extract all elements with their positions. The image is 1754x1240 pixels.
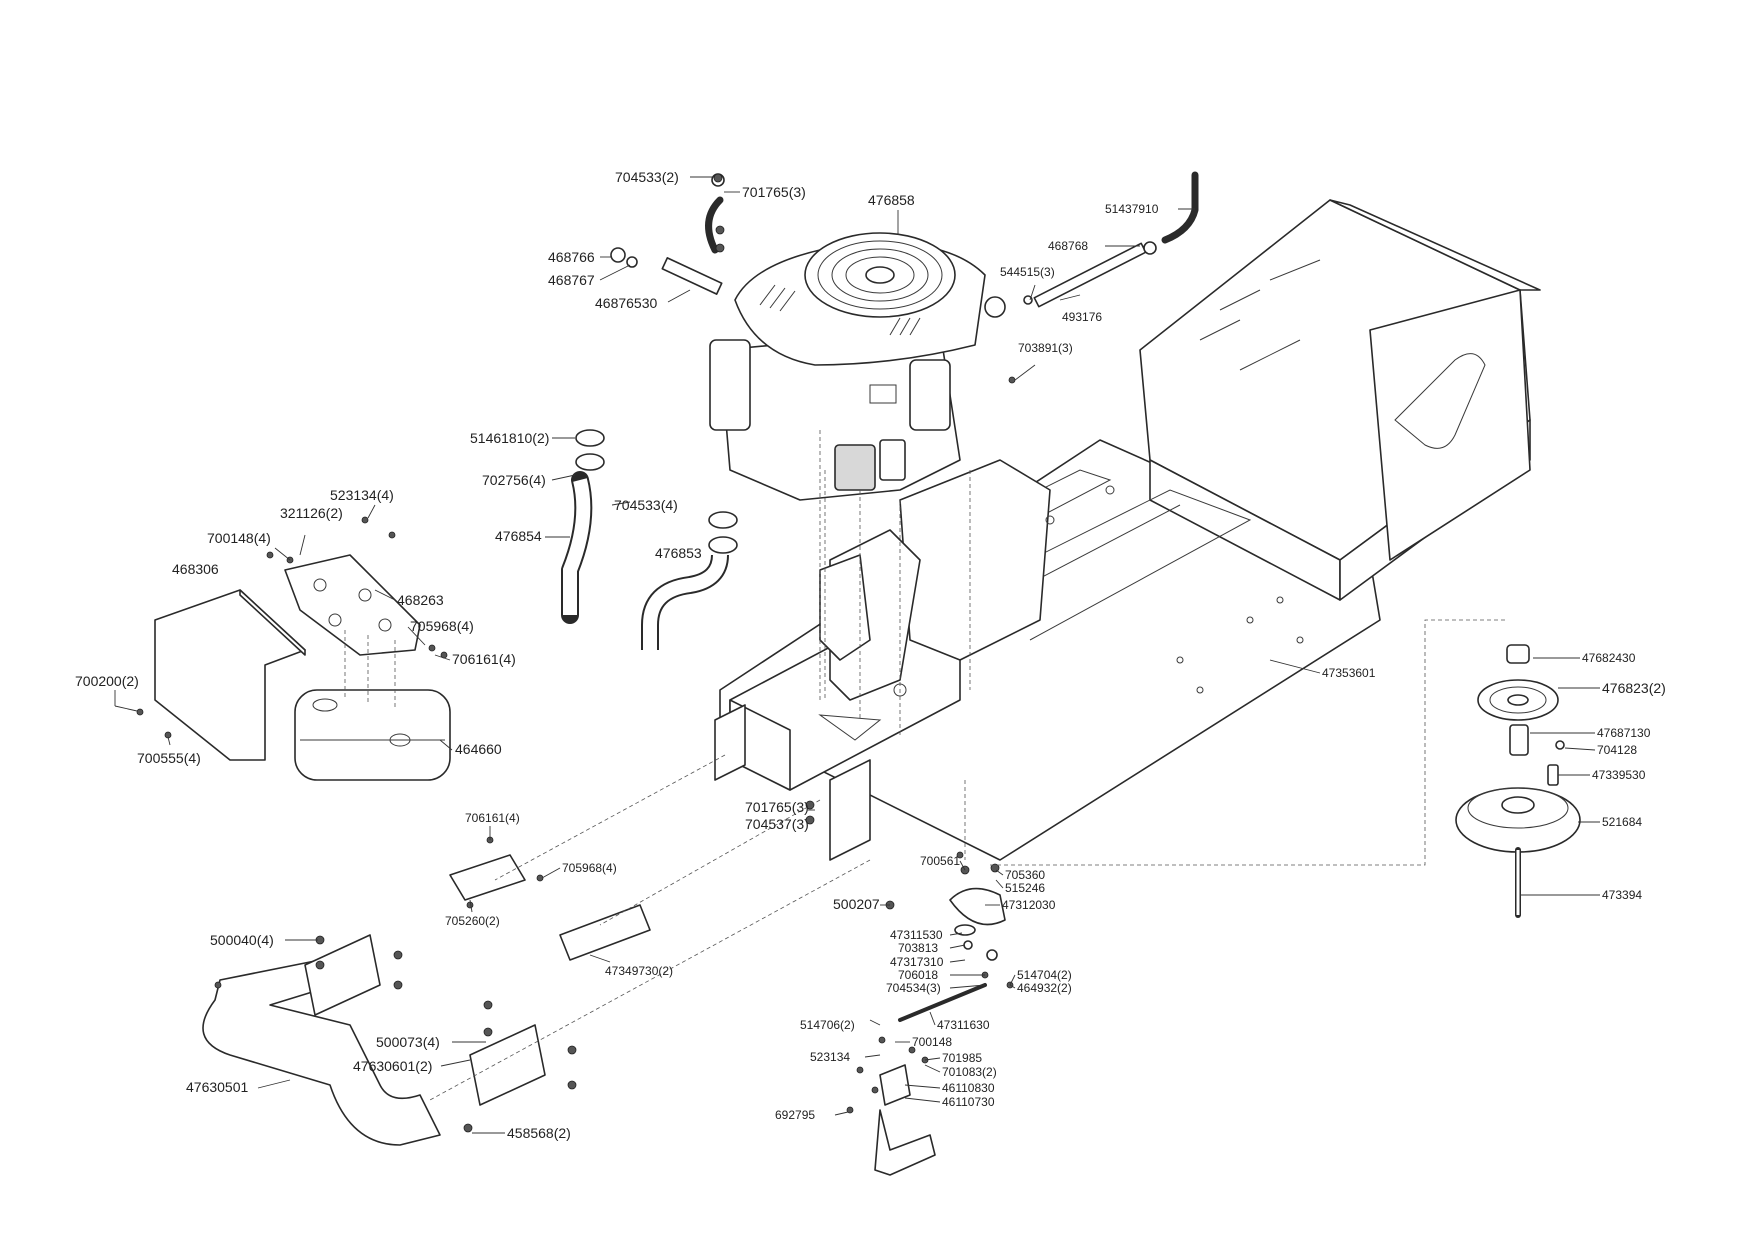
label-47311630: 47311630	[937, 1018, 990, 1032]
label-47312030: 47312030	[1002, 898, 1056, 912]
label-321126-2: 321126(2)	[280, 505, 343, 521]
front-bumper-group	[202, 854, 651, 1146]
alignment-lines	[344, 430, 1505, 1101]
label-692795: 692795	[775, 1108, 815, 1122]
label-701985: 701985	[942, 1051, 982, 1065]
label-468766: 468766	[548, 249, 595, 265]
label-700148-4: 700148(4)	[207, 530, 271, 546]
label-700561: 700561	[920, 854, 960, 868]
label-704533-2: 704533(2)	[615, 169, 679, 185]
label-704128: 704128	[1597, 743, 1637, 757]
label-701765-3-lower: 701765(3)	[745, 799, 809, 815]
label-47687130: 47687130	[1597, 726, 1651, 740]
steering-linkage	[874, 887, 1006, 1176]
fuel-lines	[610, 171, 1199, 308]
label-47311530: 47311530	[890, 928, 943, 942]
label-47682430: 47682430	[1582, 651, 1636, 665]
label-703813: 703813	[898, 941, 938, 955]
engine-assembly	[709, 232, 1006, 501]
label-544515-3: 544515(3)	[1000, 265, 1055, 279]
label-523134-4: 523134(4)	[330, 487, 394, 503]
label-476823-2: 476823(2)	[1602, 680, 1666, 696]
label-705968-4-upper: 705968(4)	[410, 618, 474, 634]
label-705360: 705360	[1005, 868, 1045, 882]
label-704533-4: 704533(4)	[614, 497, 678, 513]
label-704537-3: 704537(3)	[745, 816, 809, 832]
label-46110730: 46110730	[942, 1095, 995, 1109]
pulley-clutch-stack	[1455, 644, 1581, 918]
label-702756-4: 702756(4)	[482, 472, 546, 488]
label-476853: 476853	[655, 545, 702, 561]
label-47317310: 47317310	[890, 955, 944, 969]
part-labels: 704533(2) 701765(3) 476858 51437910 4687…	[75, 169, 1666, 1141]
label-500207: 500207	[833, 896, 880, 912]
label-700148: 700148	[912, 1035, 952, 1049]
label-523134: 523134	[810, 1050, 850, 1064]
label-47339530: 47339530	[1592, 768, 1646, 782]
label-706161-4-lower: 706161(4)	[465, 811, 520, 825]
label-493176: 493176	[1062, 310, 1102, 324]
label-476854: 476854	[495, 528, 542, 544]
label-473394: 473394	[1602, 888, 1642, 902]
label-51437910: 51437910	[1105, 202, 1159, 216]
label-468306: 468306	[172, 561, 219, 577]
label-703891-3: 703891(3)	[1018, 341, 1073, 355]
label-51461810-2: 51461810(2)	[470, 430, 549, 446]
label-706161-4-upper: 706161(4)	[452, 651, 516, 667]
label-706018: 706018	[898, 968, 938, 982]
hardware-fasteners	[136, 173, 1016, 1133]
label-476858: 476858	[868, 192, 915, 208]
label-464932-2: 464932(2)	[1017, 981, 1072, 995]
label-468263: 468263	[397, 592, 444, 608]
label-514704-2: 514704(2)	[1017, 968, 1072, 982]
leader-lines	[114, 176, 1600, 1134]
label-700200-2: 700200(2)	[75, 673, 139, 689]
label-701765-3: 701765(3)	[742, 184, 806, 200]
label-701083-2: 701083(2)	[942, 1065, 997, 1079]
label-46110830: 46110830	[942, 1081, 995, 1095]
label-458568-2: 458568(2)	[507, 1125, 571, 1141]
label-515246: 515246	[1005, 881, 1045, 895]
label-47630501: 47630501	[186, 1079, 249, 1095]
exhaust-pipes	[561, 429, 738, 650]
label-464660: 464660	[455, 741, 502, 757]
label-521684: 521684	[1602, 815, 1642, 829]
label-47353601: 47353601	[1322, 666, 1376, 680]
label-700555-4: 700555(4)	[137, 750, 201, 766]
label-704534-3: 704534(3)	[886, 981, 941, 995]
label-47349730-2: 47349730(2)	[605, 964, 673, 978]
label-468767: 468767	[548, 272, 595, 288]
chassis-frame	[714, 199, 1541, 861]
label-468768: 468768	[1048, 239, 1088, 253]
label-705260-2: 705260(2)	[445, 914, 500, 928]
muffler-group	[154, 554, 451, 781]
label-514706-2: 514706(2)	[800, 1018, 855, 1032]
label-500073-4: 500073(4)	[376, 1034, 440, 1050]
label-705968-4-lower: 705968(4)	[562, 861, 617, 875]
label-500040-4: 500040(4)	[210, 932, 274, 948]
label-47630601-2: 47630601(2)	[353, 1058, 432, 1074]
label-46876530: 46876530	[595, 295, 658, 311]
